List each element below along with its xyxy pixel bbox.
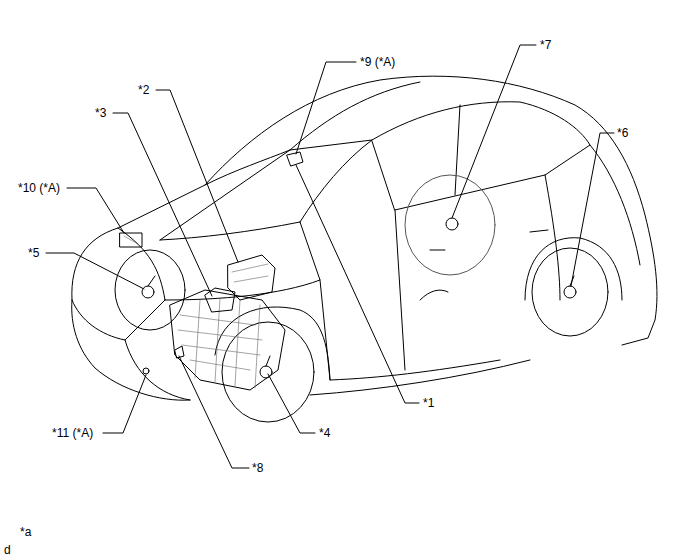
callout-number: *5	[28, 246, 39, 260]
callout-number: *2	[138, 83, 149, 97]
callout-number: *4	[319, 426, 330, 440]
callout-number: *9 (*A)	[360, 55, 395, 69]
callout-number: *3	[95, 106, 106, 120]
callout-number: *7	[540, 38, 551, 52]
callout-number: *1	[423, 396, 434, 410]
callout-number: *6	[617, 126, 628, 140]
callout-number: *10 (*A)	[18, 181, 60, 195]
callout-number: *a	[20, 525, 31, 539]
callout-number: d	[4, 543, 11, 557]
callout-number: *11 (*A)	[52, 426, 93, 440]
callout-number: *8	[252, 461, 263, 475]
